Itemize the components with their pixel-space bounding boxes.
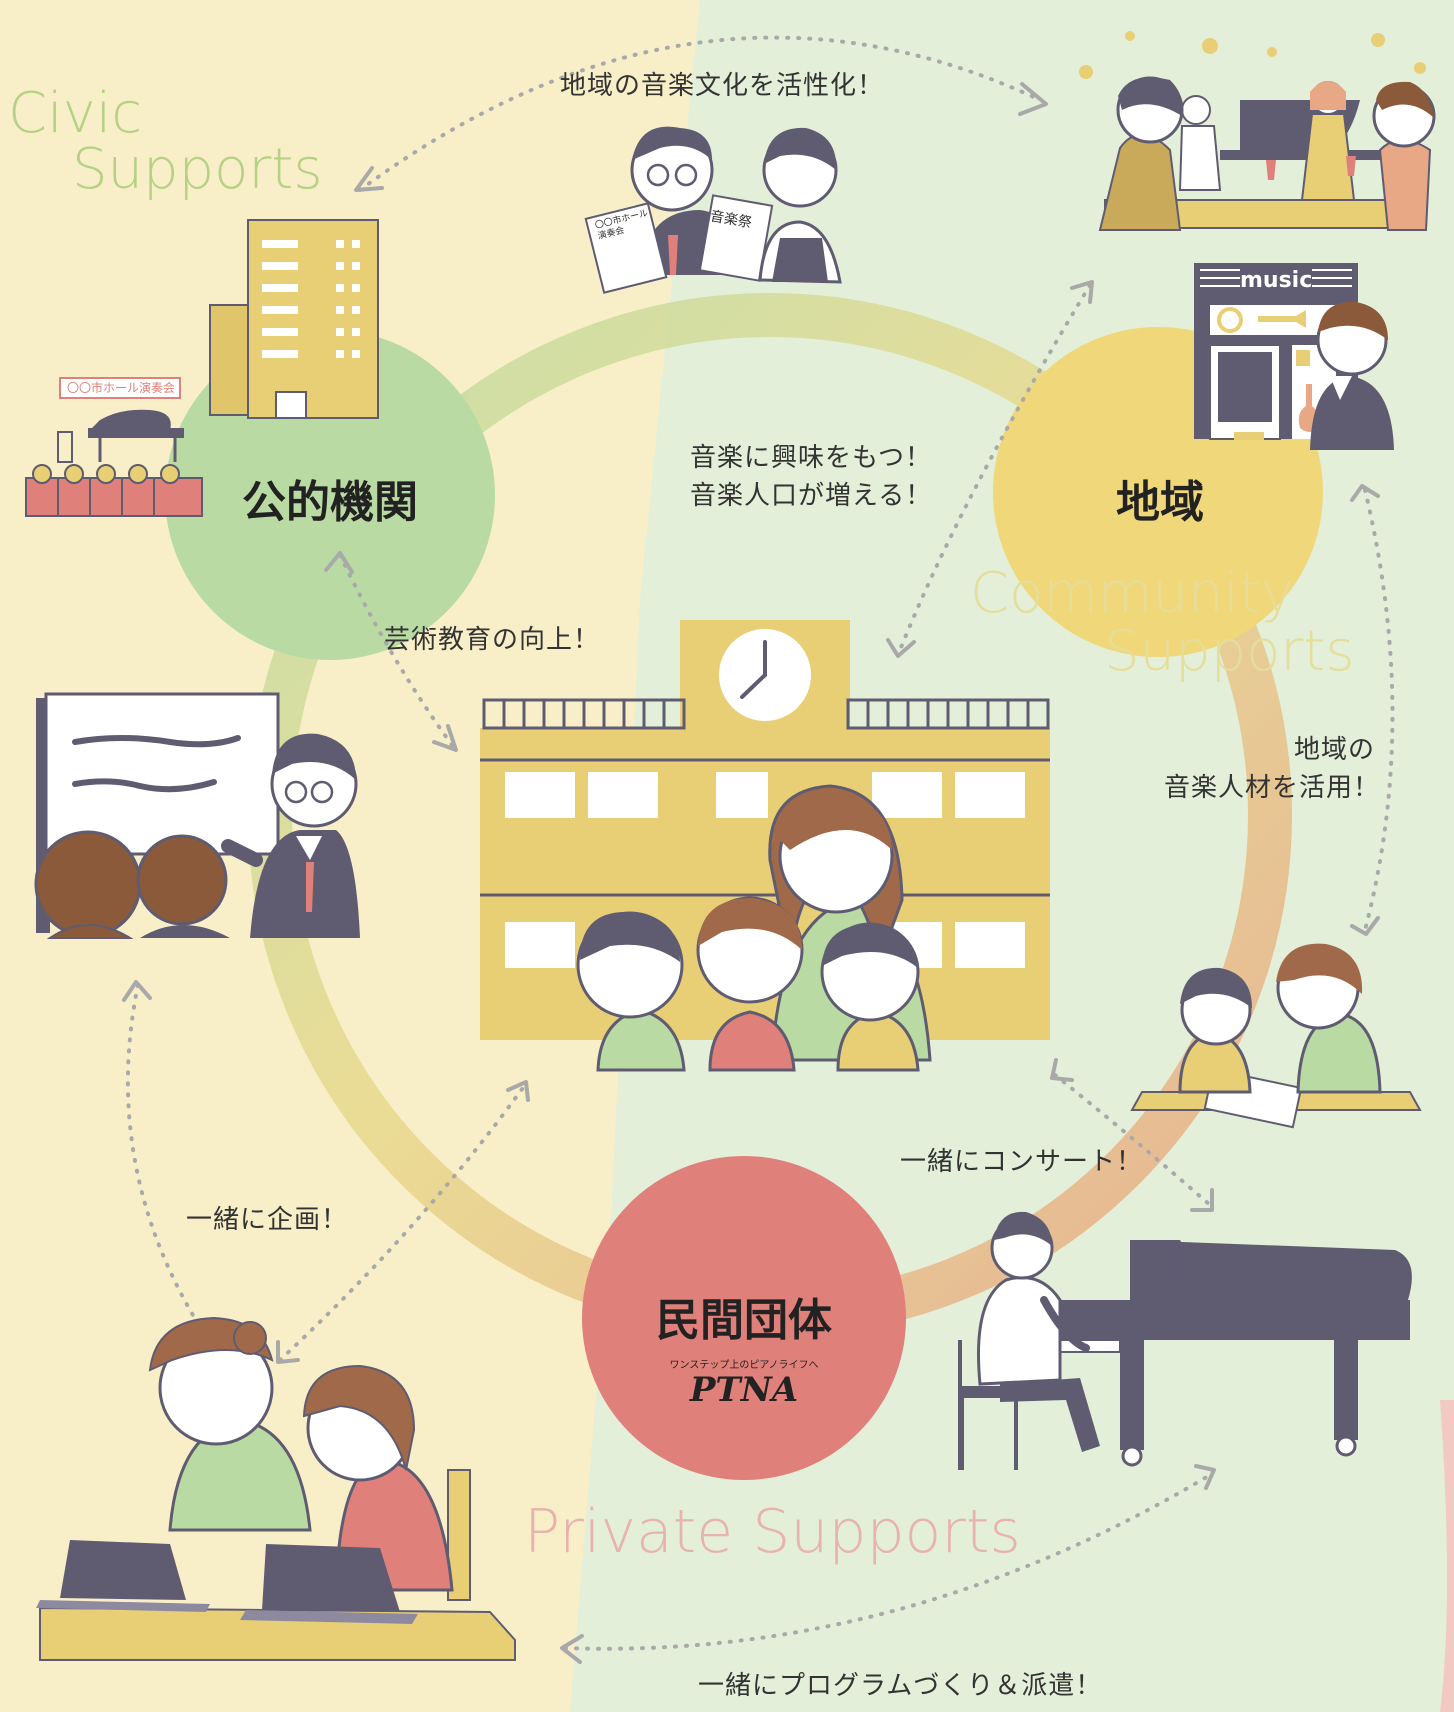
caption-center-2: 音楽人口が増える！ [690,481,933,511]
hall-banner-text: 〇〇市ホール演奏会 [66,381,175,395]
caption-plan: 一緒に企画！ [186,1205,349,1235]
private-en-label: Private Supports [524,1497,1021,1567]
office-building-icon [209,219,379,419]
arrow-office-school [278,1083,527,1362]
hub-private-label: 民間団体 [656,1295,832,1346]
arrowhead [354,166,384,192]
staff-with-documents-icon [584,126,842,294]
arrowhead [1194,1464,1216,1490]
pianist-icon [958,1211,1412,1470]
arrowhead [1190,1188,1214,1212]
arrowhead [1050,1058,1074,1082]
arrowhead [122,980,152,1002]
arrowhead [276,1340,300,1364]
ptna-logo: PTNA [689,1370,799,1410]
caption-center-1: 音楽に興味をもつ！ [690,443,932,473]
community-en-line2: Supports [1104,619,1355,684]
tutoring-icon [1130,943,1422,1129]
cafe-concert-icon [1079,31,1436,231]
hub-community-label: 地域 [1116,477,1204,528]
caption-arts: 芸術教育の向上！ [384,625,601,655]
music-store-sign: music [1240,268,1313,293]
civic-en-line1: Civic [8,81,143,146]
civic-en-line2: Supports [72,137,323,202]
arrowhead [324,551,354,574]
ptna-tagline: ワンステップ上のピアノライフへ [669,1360,819,1371]
arrowhead [1070,280,1094,304]
students-icon [576,784,932,1072]
caption-program: 一緒にプログラムづくり＆派遣！ [698,1671,1103,1701]
caption-concert: 一緒にコンサート！ [900,1147,1144,1177]
private-hub [582,1156,906,1480]
concert-hall-icon [25,377,203,517]
arrowhead [506,1080,530,1102]
caption-top: 地域の音楽文化を活性化！ [560,71,885,101]
arrow-school-concert [1053,1073,1212,1207]
arrow-community-school [898,283,1092,652]
caption-talent-2: 音楽人材を活用！ [1164,773,1381,803]
arrow-civic-community [358,35,1042,192]
caption-talent-1: 地域の [1294,735,1376,765]
office-workers-icon [36,1316,516,1661]
arrowhead [1350,484,1380,502]
bg-corner-accent [1440,1400,1454,1712]
arrow-community-tutoring [1363,488,1395,932]
relation-arrows [125,35,1395,1651]
teacher-icon [34,692,360,939]
arrowhead [1018,82,1048,116]
community-en-line1: Community [970,561,1295,626]
music-store-icon [1194,263,1394,450]
arrowhead [1350,916,1380,936]
arrowhead [560,1634,584,1664]
arrow-office-pianist [563,1473,1212,1651]
hub-civic-label: 公的機関 [242,477,418,528]
arrowhead [886,638,916,658]
arrowhead [432,724,458,752]
